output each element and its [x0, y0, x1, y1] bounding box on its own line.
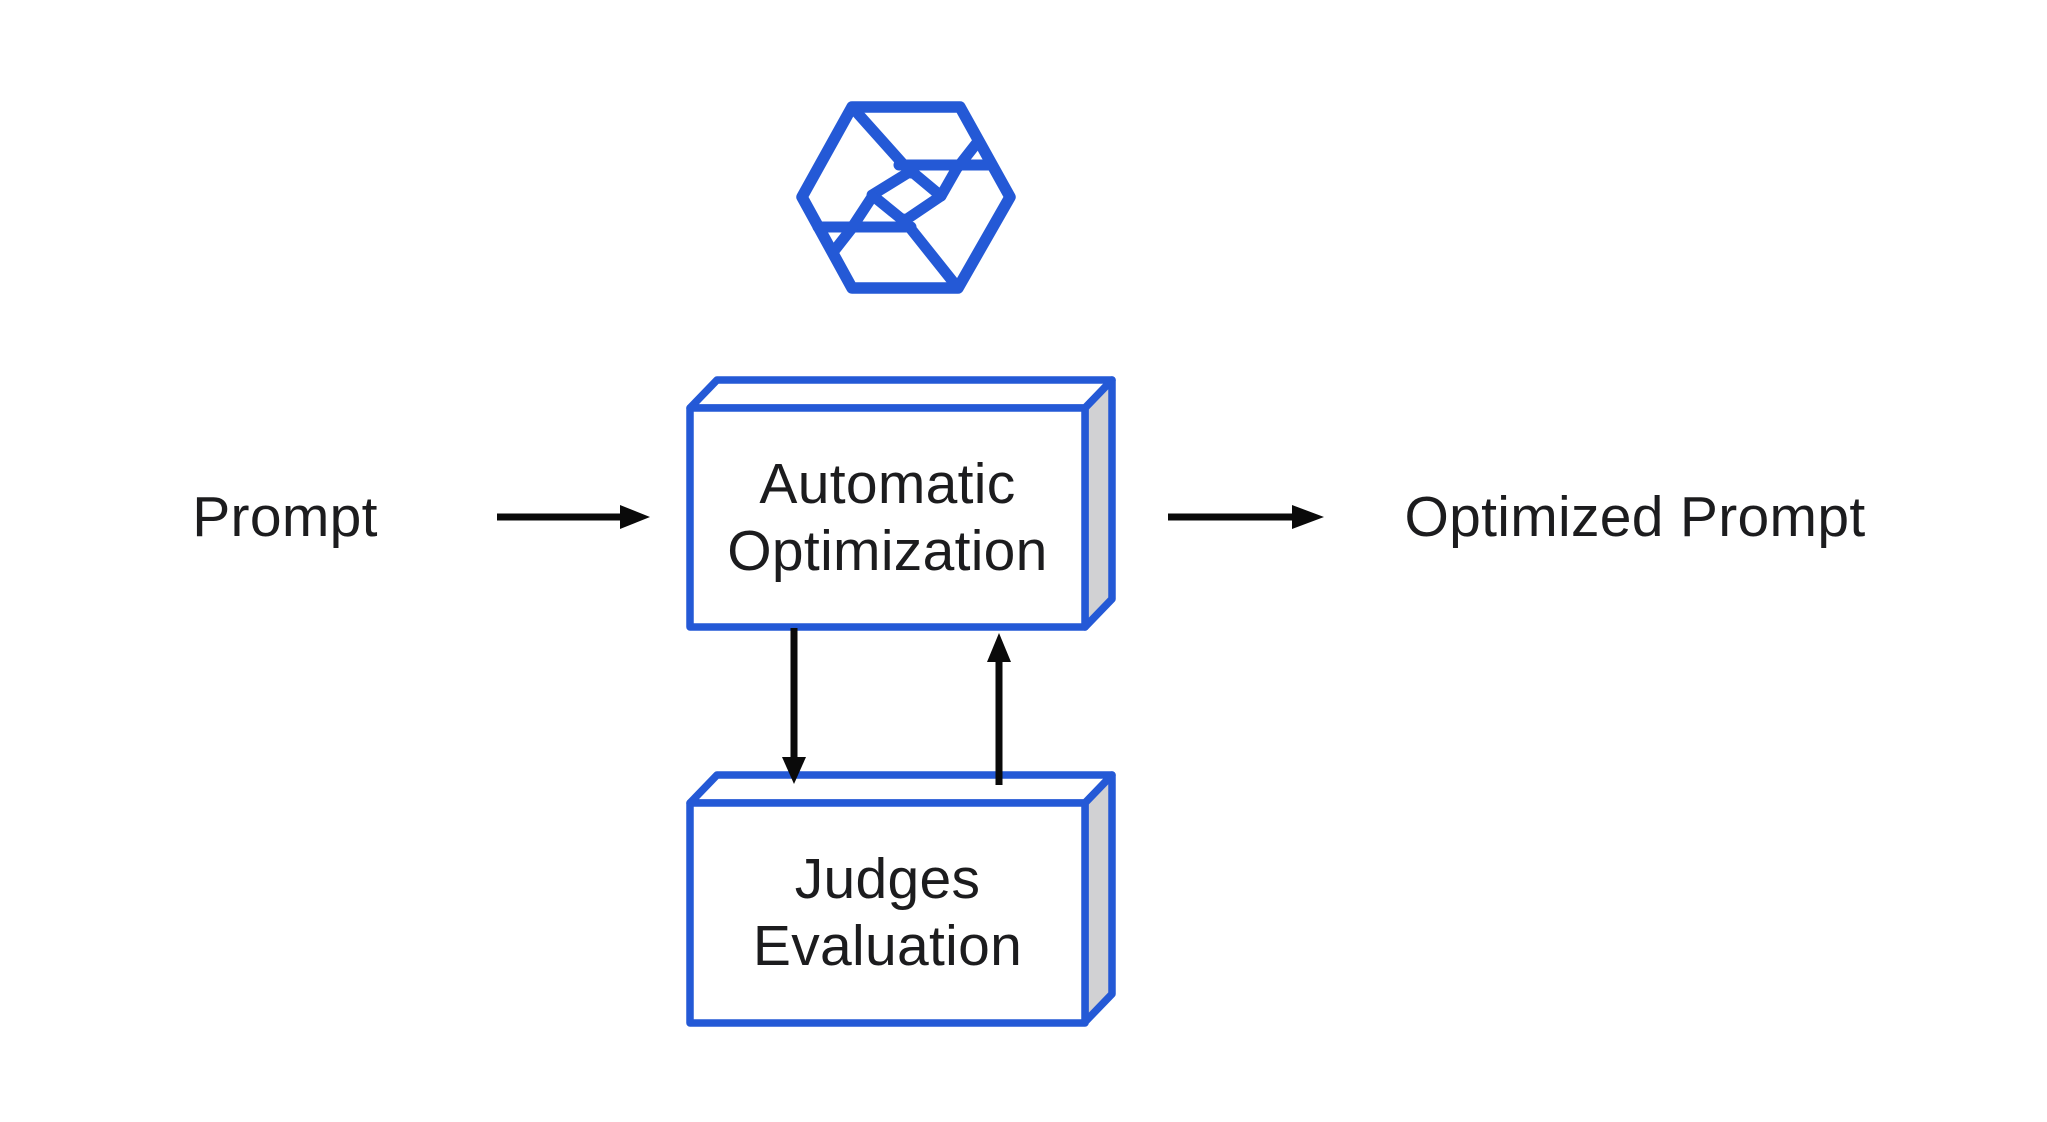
arrow-judges-to-optimizer [987, 633, 1011, 785]
box2-front-face [686, 799, 1089, 1027]
box1-side-face [1081, 376, 1116, 631]
box2-top-face [686, 771, 1116, 807]
arrow-head-right-icon [1292, 505, 1324, 529]
arrow-prompt-to-optimizer [497, 505, 650, 529]
box1-top-face [686, 376, 1116, 412]
prompt-label: Prompt [192, 484, 378, 549]
optimized-prompt-label: Optimized Prompt [1404, 484, 1866, 549]
box-3d-automatic-optimization [686, 376, 1116, 631]
cube-bottom-left-steep [828, 222, 858, 257]
hexagon-outline [796, 101, 1016, 294]
cube-top-right-connector [935, 162, 963, 202]
arrow-optimizer-to-judges [782, 628, 806, 784]
automatic-optimization-label: Automatic Optimization [727, 451, 1048, 583]
arrow-optimizer-to-output [1168, 505, 1324, 529]
box2-side-face [1081, 771, 1116, 1026]
box1-front-face [686, 404, 1089, 631]
arrow-head-up-icon [987, 633, 1011, 662]
cube-top-right-steep [952, 138, 982, 173]
arrow-head-right-icon [620, 505, 650, 529]
hexagon-cube-icon [796, 101, 1016, 294]
judges-evaluation-label: Judges Evaluation [752, 847, 1023, 978]
cube-center-rhombus [866, 165, 947, 227]
cube-bottom-left-connector [847, 191, 878, 232]
box-3d-judges-evaluation [686, 771, 1116, 1027]
arrow-head-down-icon [782, 757, 806, 784]
